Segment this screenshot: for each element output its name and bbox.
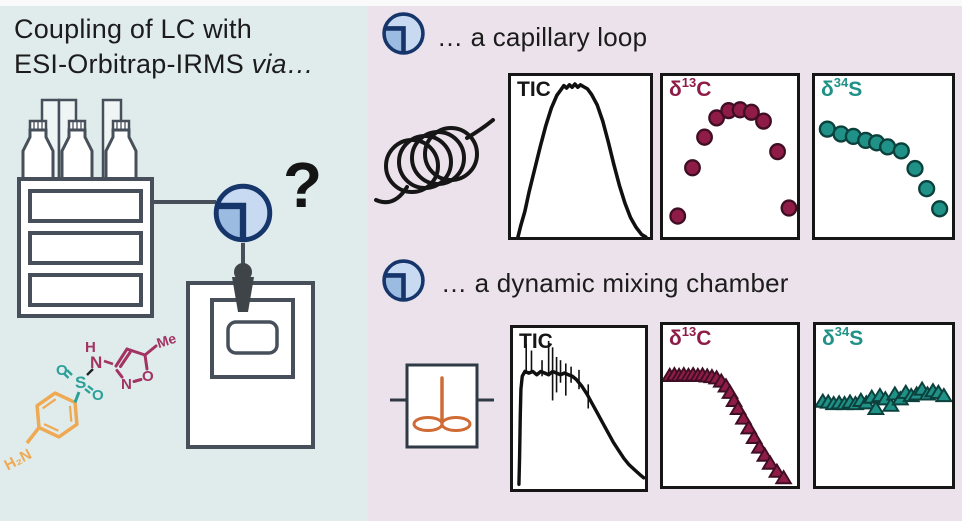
d34s-label: δ34S [821,75,863,101]
sulfamethoxazole-molecule: H₂N S O O N H N O Me [2,330,179,474]
tic-label: TIC [517,78,551,101]
title-line1: Coupling of LC with [14,14,252,44]
valve-icon-mixing [381,258,426,303]
d13c-panel-capillary: δ13C [660,73,800,240]
d34s-label-2: δ34S [822,324,864,350]
d13c-label-2: δ13C [669,324,712,350]
tic-panel-capillary: TIC [508,73,653,240]
esi-spray-funnel-icon [232,263,254,312]
capillary-loop-header: … a capillary loop [437,22,648,52]
d13c-mixing-chamber-plot [663,366,793,485]
mixing-chamber-header: … a dynamic mixing chamber [441,268,789,298]
d34s-capillary-loop-plot [818,120,949,218]
solvent-bottles-icon [21,119,138,180]
d13c-plot-area [663,76,797,237]
lc-ms-diagram: ? H₂N S O O N H [2,98,322,474]
question-mark: ? [283,149,322,221]
tic-panel-mixing: TIC [510,325,648,492]
h2n-label: H₂N [2,446,35,474]
title-line2-italic: via… [251,49,314,79]
d13c-panel-mixing: δ13C [660,322,800,489]
d34s-plot-area-2 [816,325,952,486]
page-title: Coupling of LC with ESI-Orbitrap-IRMS vi… [14,12,364,82]
me-label: Me [155,330,179,351]
orbitrap-ms-icon [186,281,315,449]
d34s-panel-mixing: δ34S [813,322,955,489]
valve-icon-capillary [381,11,426,56]
tic-capillary-loop-plot [516,82,648,237]
n-label: N [90,353,102,372]
d13c-capillary-loop-plot [669,101,797,225]
ring-n-label: N [121,376,132,393]
capillary-loop-coil-icon [374,118,495,205]
o2-label: O [92,387,104,404]
dynamic-mixing-chamber-icon [390,363,494,449]
ring-o-label: O [142,368,154,385]
tic-label-2: TIC [519,330,553,353]
d34s-mixing-chamber-plot [816,380,952,416]
d13c-plot-area-2 [663,325,797,486]
s-label: S [75,373,86,392]
d13c-label: δ13C [669,75,712,101]
valve-icon-main [216,186,270,240]
tic-plot-area [511,76,650,237]
h-label: H [85,339,96,356]
d34s-panel-capillary: δ34S [812,73,955,240]
d34s-plot-area [815,76,952,237]
tic-mixing-chamber-plot [517,340,645,486]
title-line2: ESI-Orbitrap-IRMS [14,49,244,79]
lc-cabinet-icon [17,177,154,318]
tic-plot-area-2 [513,328,645,489]
